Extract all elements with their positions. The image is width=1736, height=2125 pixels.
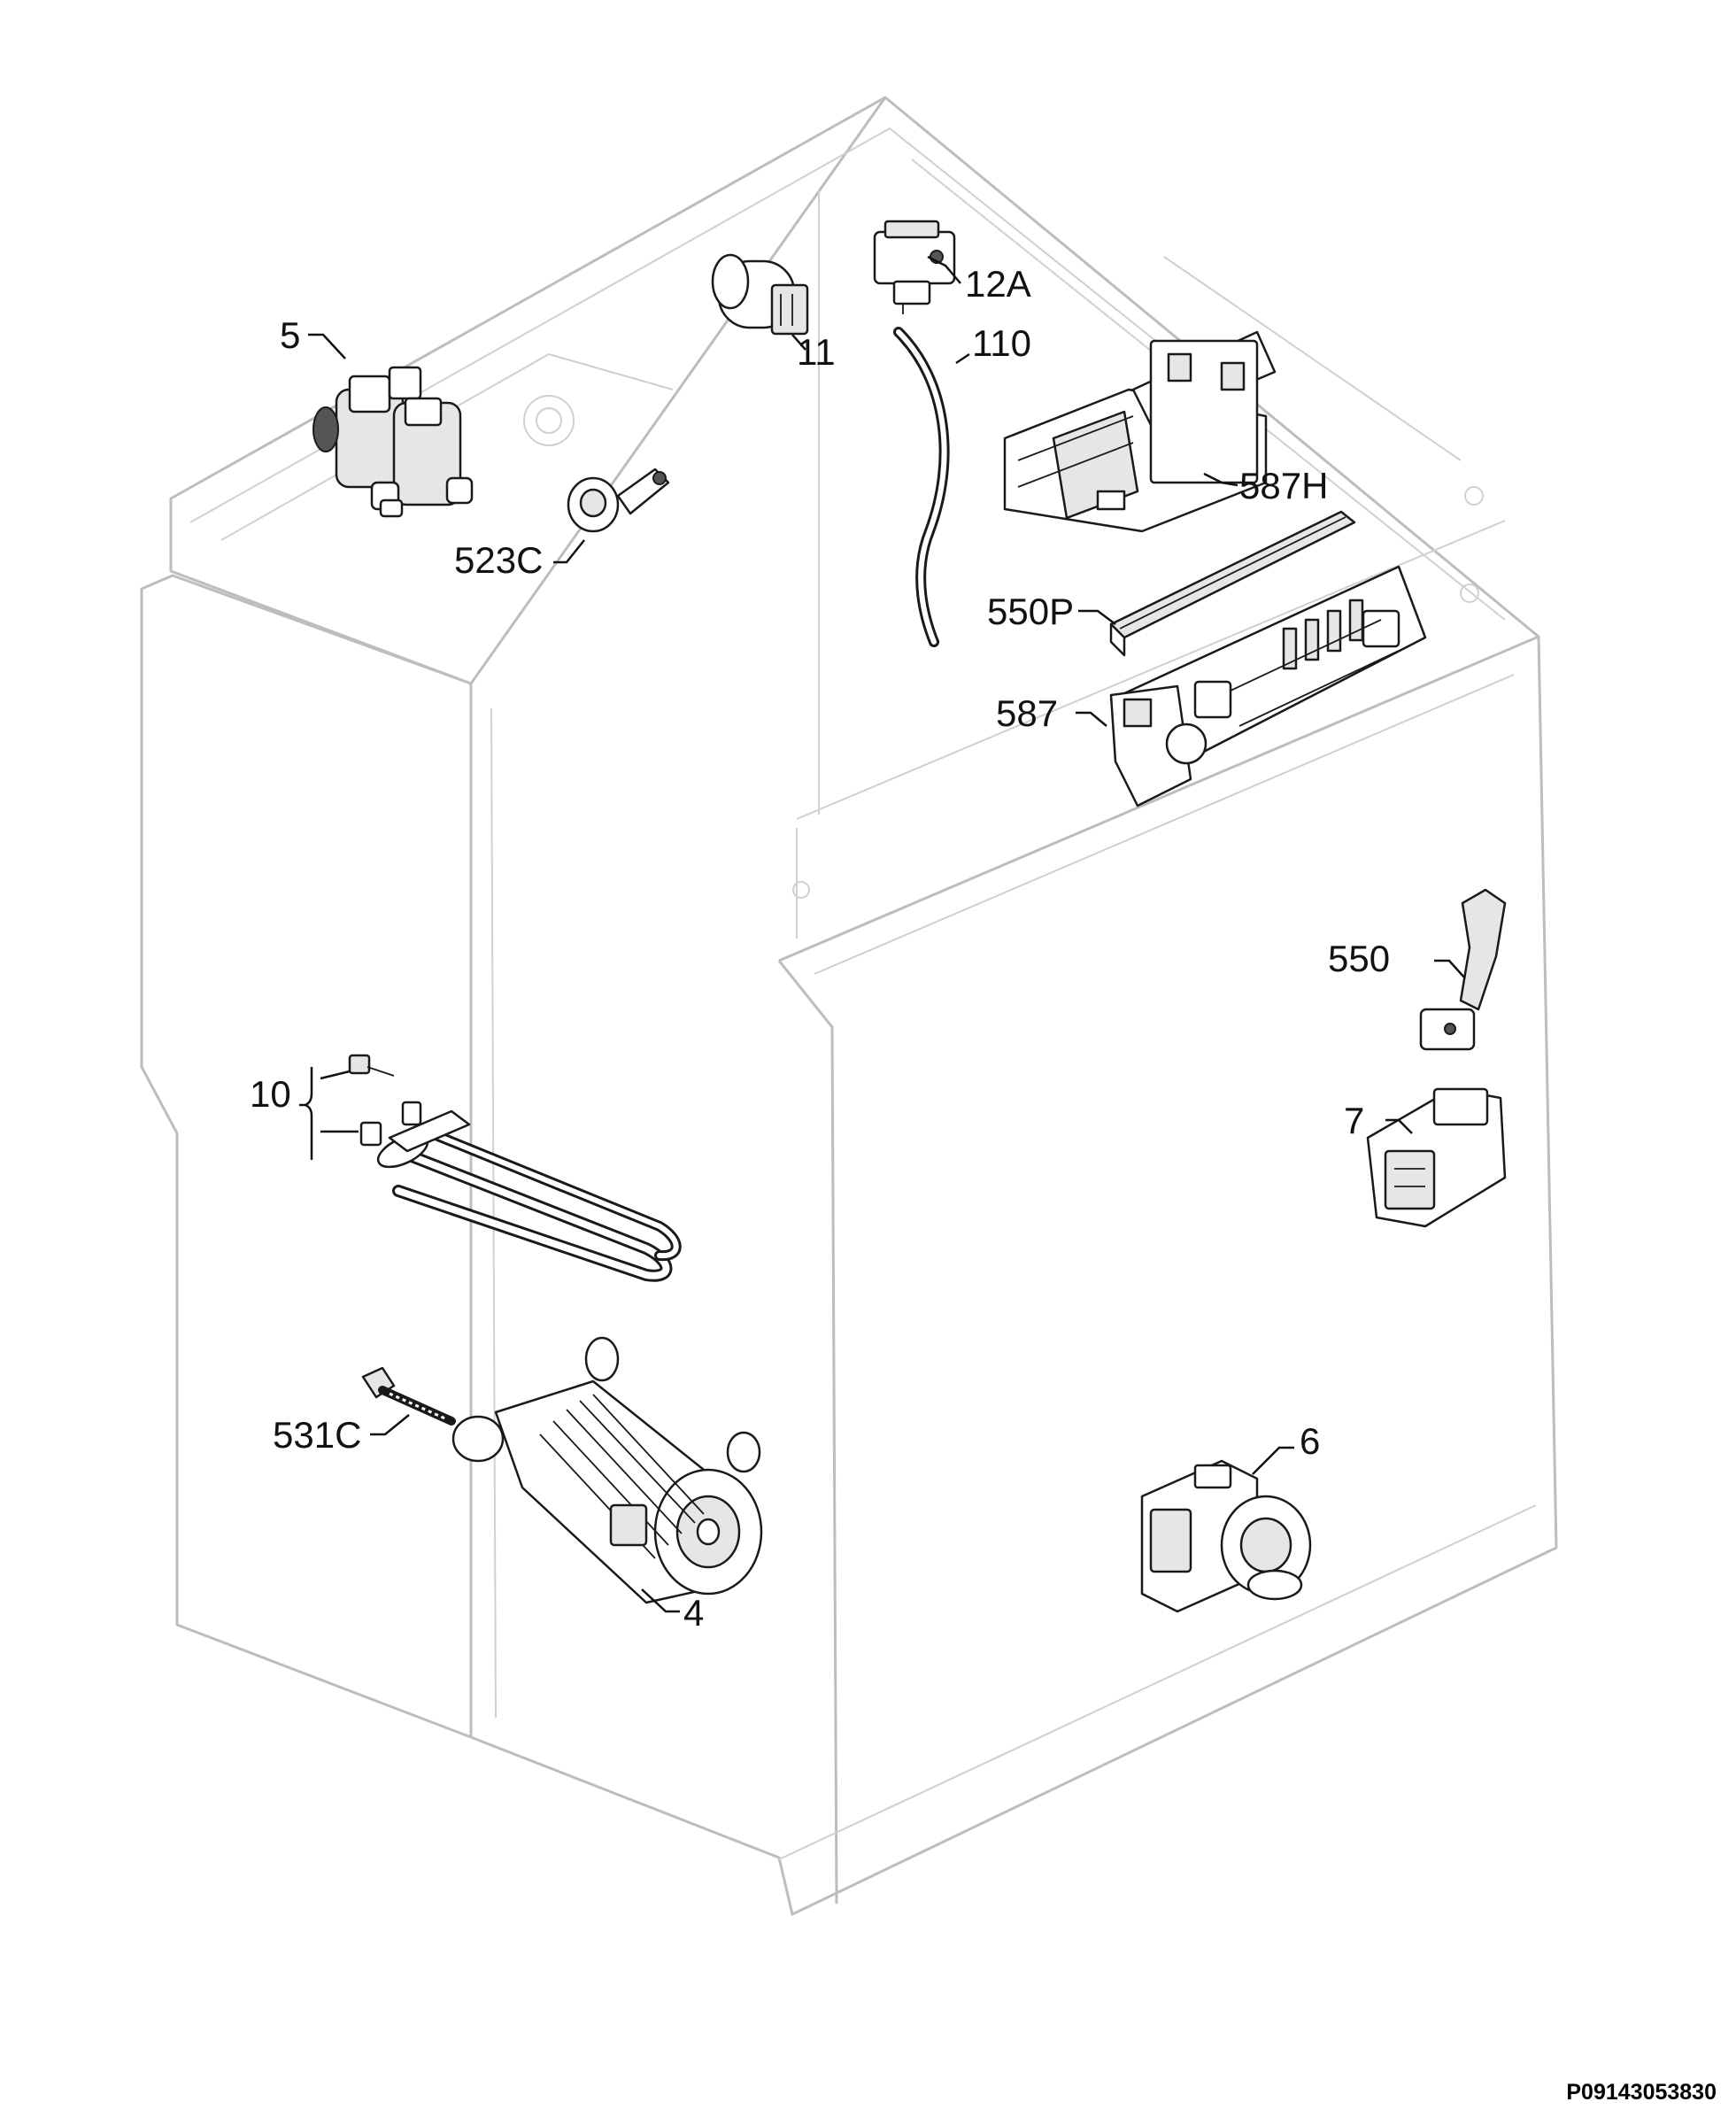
label-5: 5	[280, 314, 300, 356]
label-550: 550	[1328, 938, 1390, 979]
label-531c: 531C	[273, 1414, 361, 1456]
document-id: P09143053830	[1566, 2080, 1717, 2105]
label-587h: 587H	[1239, 465, 1328, 506]
label-4: 4	[683, 1592, 704, 1634]
light-pipe-part	[1109, 510, 1356, 657]
motor-part	[451, 1336, 763, 1604]
screw-part	[361, 1366, 456, 1426]
label-6: 6	[1300, 1420, 1320, 1462]
leader-lines	[299, 255, 1466, 1613]
capacitor-part	[711, 253, 809, 336]
label-587: 587	[996, 692, 1058, 734]
label-11: 11	[797, 331, 836, 373]
pressure-hose-part	[893, 327, 950, 647]
door-interlock-part	[1366, 1087, 1507, 1228]
electronic-module-upper-part	[1003, 330, 1277, 533]
part-labels: 5 11 12A 110 523C 587H 550P 587 550 7 10…	[250, 263, 1390, 1634]
label-523c: 523C	[454, 539, 543, 581]
clamp-part	[567, 468, 670, 533]
main-control-board-part	[1109, 565, 1427, 808]
drain-pump-part	[1140, 1459, 1312, 1613]
label-7: 7	[1344, 1100, 1364, 1141]
label-10: 10	[250, 1073, 291, 1115]
door-lock-cable-part	[1419, 888, 1507, 1051]
label-550p: 550P	[987, 591, 1074, 632]
heating-element-part	[348, 1054, 682, 1282]
label-12a: 12A	[965, 263, 1031, 305]
label-110: 110	[972, 322, 1031, 364]
cabinet-outline	[140, 96, 1558, 1916]
inlet-valve-part	[312, 366, 474, 518]
pressure-switch-part	[873, 220, 956, 314]
